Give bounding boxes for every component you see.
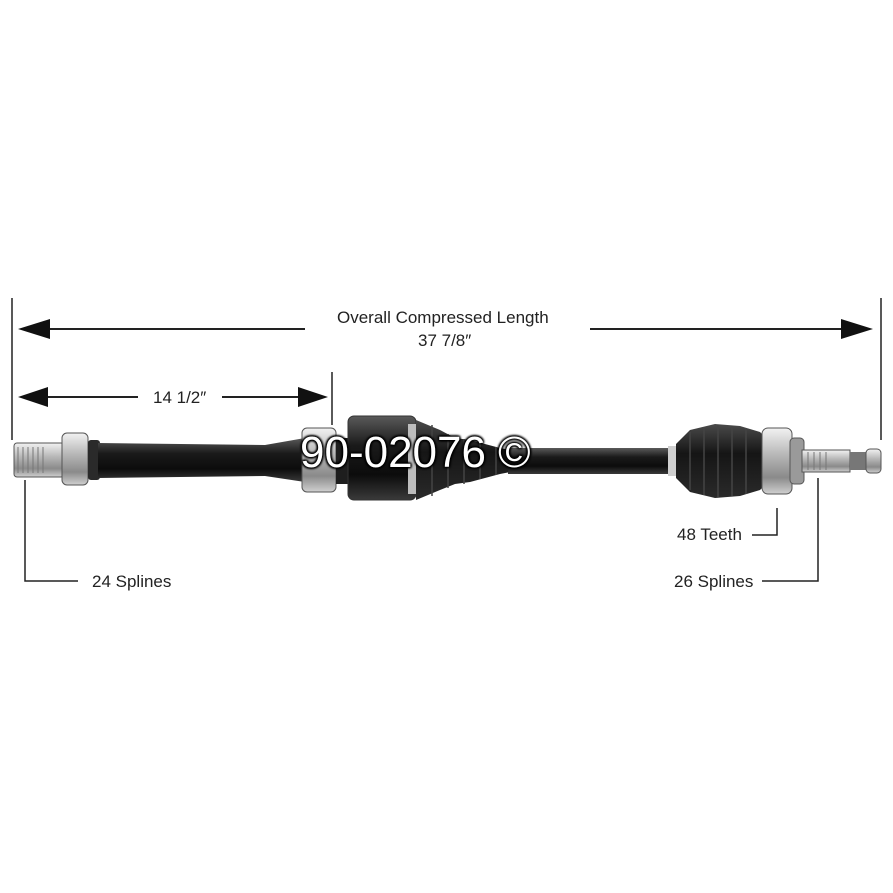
segment-length-arrow [18, 387, 328, 407]
axle-body [13, 415, 882, 501]
inner-boot [416, 420, 510, 500]
segment-length-value: 14 1/2″ [153, 388, 207, 407]
overall-length-value: 37 7/8″ [418, 331, 472, 350]
left-collar [61, 432, 89, 486]
overall-length-title: Overall Compressed Length [337, 308, 549, 327]
right-shaft [508, 448, 673, 474]
teeth-leader [752, 508, 778, 536]
teeth-label: 48 Teeth [677, 525, 742, 544]
left-splines-leader [24, 480, 78, 582]
right-splines-label: 26 Splines [674, 572, 754, 591]
overall-length-arrow [18, 319, 873, 339]
intermediate-shaft [98, 438, 305, 482]
outer-boot [676, 424, 768, 498]
right-splines-leader [762, 478, 819, 582]
part-number-watermark: 90-02076 © [300, 428, 531, 477]
abs-tone-ring [761, 427, 793, 495]
left-spline-stub [13, 442, 65, 478]
left-splines-label: 24 Splines [92, 572, 172, 591]
